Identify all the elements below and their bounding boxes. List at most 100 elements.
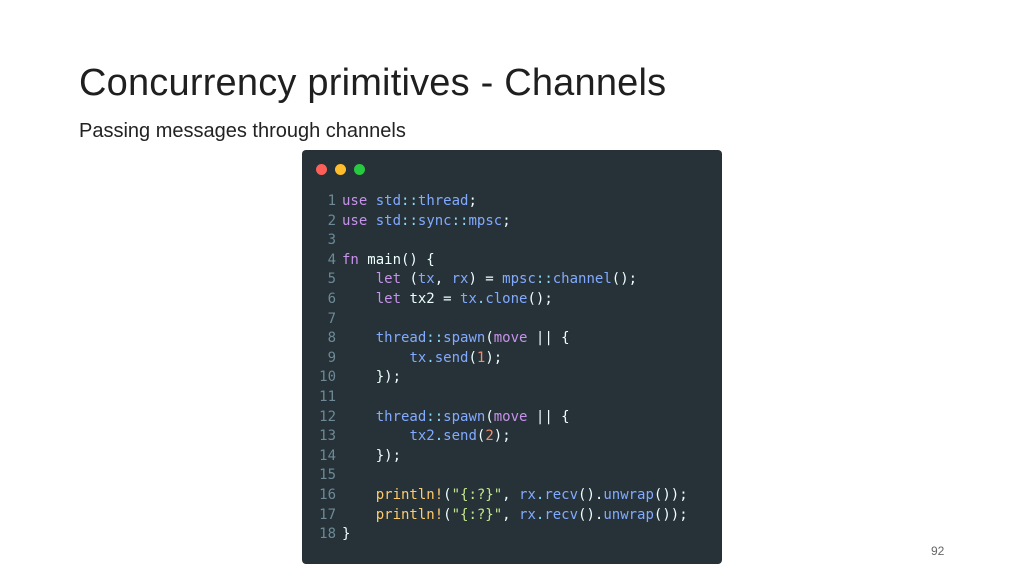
- code-token: rx: [519, 486, 536, 503]
- line-number: 18: [319, 526, 336, 543]
- code-token: thread: [417, 193, 469, 209]
- code-token: ());: [653, 486, 688, 503]
- window-controls: [316, 164, 365, 175]
- code-token: (: [485, 330, 494, 347]
- slide-title: Concurrency primitives - Channels: [79, 62, 667, 104]
- code-token: .: [434, 428, 444, 445]
- code-line: 13 tx2.send(2);: [314, 427, 688, 447]
- line-number: 3: [327, 232, 336, 249]
- line-number: 12: [319, 408, 336, 425]
- code-token: send: [434, 349, 469, 366]
- code-token: (: [401, 271, 418, 288]
- code-token: tx: [460, 290, 477, 307]
- code-token: ::: [426, 408, 444, 425]
- line-number: 9: [327, 349, 336, 366]
- code-token: recv: [544, 506, 579, 523]
- code-token: [367, 212, 375, 232]
- code-token: channel: [552, 271, 612, 288]
- code-token: ,: [434, 271, 452, 288]
- maximize-dot-icon: [354, 164, 365, 175]
- code-token: tx2 =: [401, 290, 461, 307]
- line-number: 6: [327, 290, 336, 307]
- code-token: send: [443, 428, 477, 445]
- code-line: 6 let tx2 = tx.clone();: [314, 290, 688, 310]
- line-number: 2: [327, 212, 336, 229]
- code-token: ::: [535, 271, 553, 288]
- line-number: 5: [327, 271, 336, 288]
- line-number: 1: [327, 193, 336, 209]
- code-token: spawn: [443, 408, 486, 425]
- code-token: .: [476, 290, 486, 307]
- code-token: || {: [527, 408, 570, 425]
- line-number: 11: [319, 388, 336, 405]
- line-number: 13: [319, 428, 336, 445]
- code-token: recv: [544, 486, 579, 503]
- code-token: let: [375, 290, 402, 307]
- code-token: (: [443, 486, 452, 503]
- code-token: main() {: [358, 251, 435, 268]
- code-token: 2: [485, 428, 494, 445]
- code-token: );: [485, 349, 503, 366]
- code-token: fn: [342, 251, 359, 268]
- code-token: use: [342, 193, 368, 209]
- code-token: [342, 329, 376, 349]
- code-token: .: [426, 349, 435, 366]
- code-line: 18}: [314, 525, 688, 545]
- line-number: 17: [319, 506, 336, 523]
- code-line: 16 println!("{:?}", rx.recv().unwrap());: [314, 486, 688, 506]
- code-token: tx: [409, 349, 427, 366]
- code-line: 15: [314, 466, 688, 486]
- code-token: let: [375, 271, 402, 288]
- code-token: tx2: [409, 428, 435, 445]
- line-number: 15: [319, 467, 336, 484]
- code-token: ().: [578, 506, 604, 523]
- code-token: [342, 506, 376, 526]
- code-token: clone: [485, 290, 528, 307]
- code-token: [342, 290, 376, 310]
- code-line: 11: [314, 388, 688, 408]
- code-line: 14 });: [314, 447, 688, 467]
- code-token: || {: [527, 330, 570, 347]
- code-line: 5 let (tx, rx) = mpsc::channel();: [314, 270, 688, 290]
- code-line: 12 thread::spawn(move || {: [314, 408, 688, 428]
- code-token: ,: [502, 486, 520, 503]
- code-token: [342, 349, 409, 369]
- code-token: ());: [653, 506, 688, 523]
- code-token: mpsc: [502, 271, 536, 288]
- code-token: (: [476, 428, 486, 445]
- code-token: });: [342, 369, 402, 386]
- code-token: move: [493, 408, 528, 425]
- code-token: unwrap: [603, 506, 654, 523]
- code-token: ().: [578, 486, 604, 503]
- code-token: (: [485, 408, 494, 425]
- code-line: 17 println!("{:?}", rx.recv().unwrap());: [314, 506, 688, 526]
- code-token: [342, 408, 376, 428]
- code-token: ();: [527, 290, 553, 307]
- line-number: 16: [319, 486, 336, 503]
- line-number: 8: [327, 330, 336, 347]
- code-line: 9 tx.send(1);: [314, 349, 688, 369]
- code-token: }: [342, 526, 351, 543]
- code-token: [342, 427, 409, 447]
- code-token: "{:?}": [451, 486, 503, 503]
- slide-subtitle: Passing messages through channels: [79, 120, 406, 142]
- close-dot-icon: [316, 164, 327, 175]
- code-token: );: [493, 428, 511, 445]
- page-number: 92: [931, 544, 945, 558]
- code-token: std: [375, 212, 402, 229]
- code-token: 1: [476, 349, 486, 366]
- code-token: use: [342, 212, 368, 229]
- code-token: (: [468, 349, 477, 366]
- code-line: 7: [314, 310, 688, 330]
- code-token: [342, 486, 376, 506]
- minimize-dot-icon: [335, 164, 346, 175]
- code-token: ;: [468, 193, 477, 209]
- code-line: 10 });: [314, 368, 688, 388]
- code-token: .: [535, 486, 545, 503]
- code-token: [367, 192, 375, 212]
- code-token: ();: [611, 271, 638, 288]
